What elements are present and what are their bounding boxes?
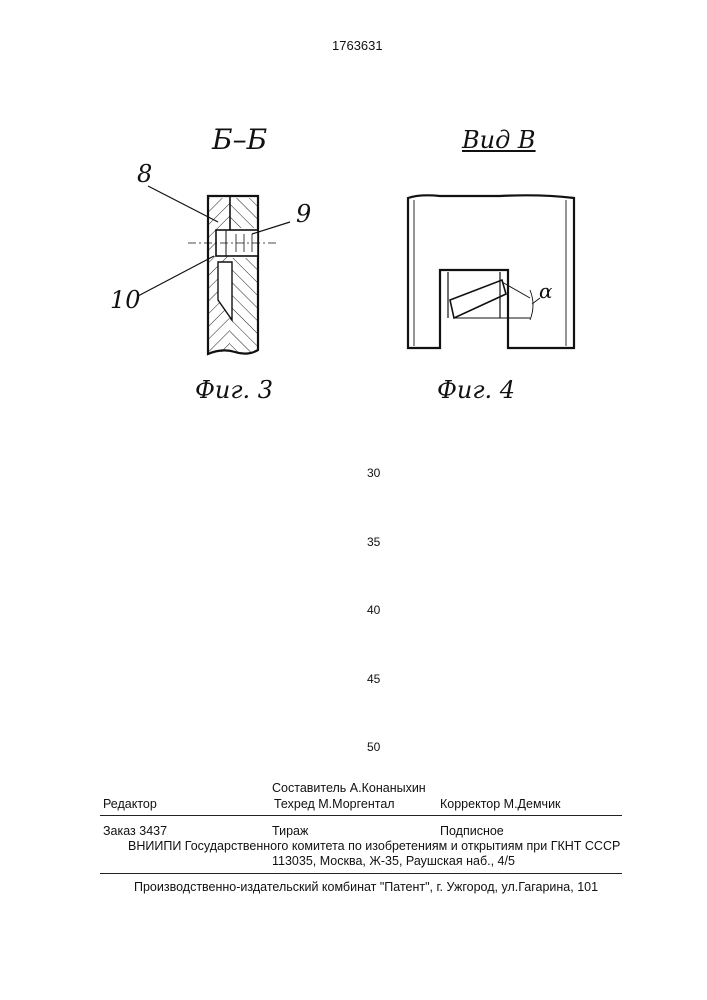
footer-divider — [100, 815, 622, 816]
footer-editor: Редактор — [103, 797, 157, 811]
label-10: 10 — [110, 286, 141, 314]
line-number: 35 — [367, 535, 380, 549]
view-drawing — [408, 195, 574, 348]
angle-label: α — [539, 279, 553, 303]
fig3-caption: Фиг. 3 — [195, 376, 273, 404]
footer-circulation: Тираж — [272, 824, 308, 838]
footer-techred: Техред М.Моргентал — [274, 797, 395, 811]
line-number: 40 — [367, 603, 380, 617]
footer-publisher: Производственно-издательский комбинат "П… — [134, 880, 598, 894]
footer-compiler: Составитель А.Конаныхин — [272, 781, 426, 795]
label-9: 9 — [296, 200, 311, 228]
footer-divider — [100, 873, 622, 874]
footer-subscription: Подписное — [440, 824, 504, 838]
footer-address: 113035, Москва, Ж-35, Раушская наб., 4/5 — [272, 854, 515, 868]
footer-order: Заказ 3437 — [103, 824, 167, 838]
line-number: 50 — [367, 740, 380, 754]
footer-org: ВНИИПИ Государственного комитета по изоб… — [128, 839, 620, 853]
fig4-caption: Фиг. 4 — [437, 376, 515, 404]
section-drawing — [138, 186, 290, 354]
line-number: 45 — [367, 672, 380, 686]
footer-corrector: Корректор М.Демчик — [440, 797, 561, 811]
label-8: 8 — [137, 160, 152, 188]
line-number: 30 — [367, 466, 380, 480]
